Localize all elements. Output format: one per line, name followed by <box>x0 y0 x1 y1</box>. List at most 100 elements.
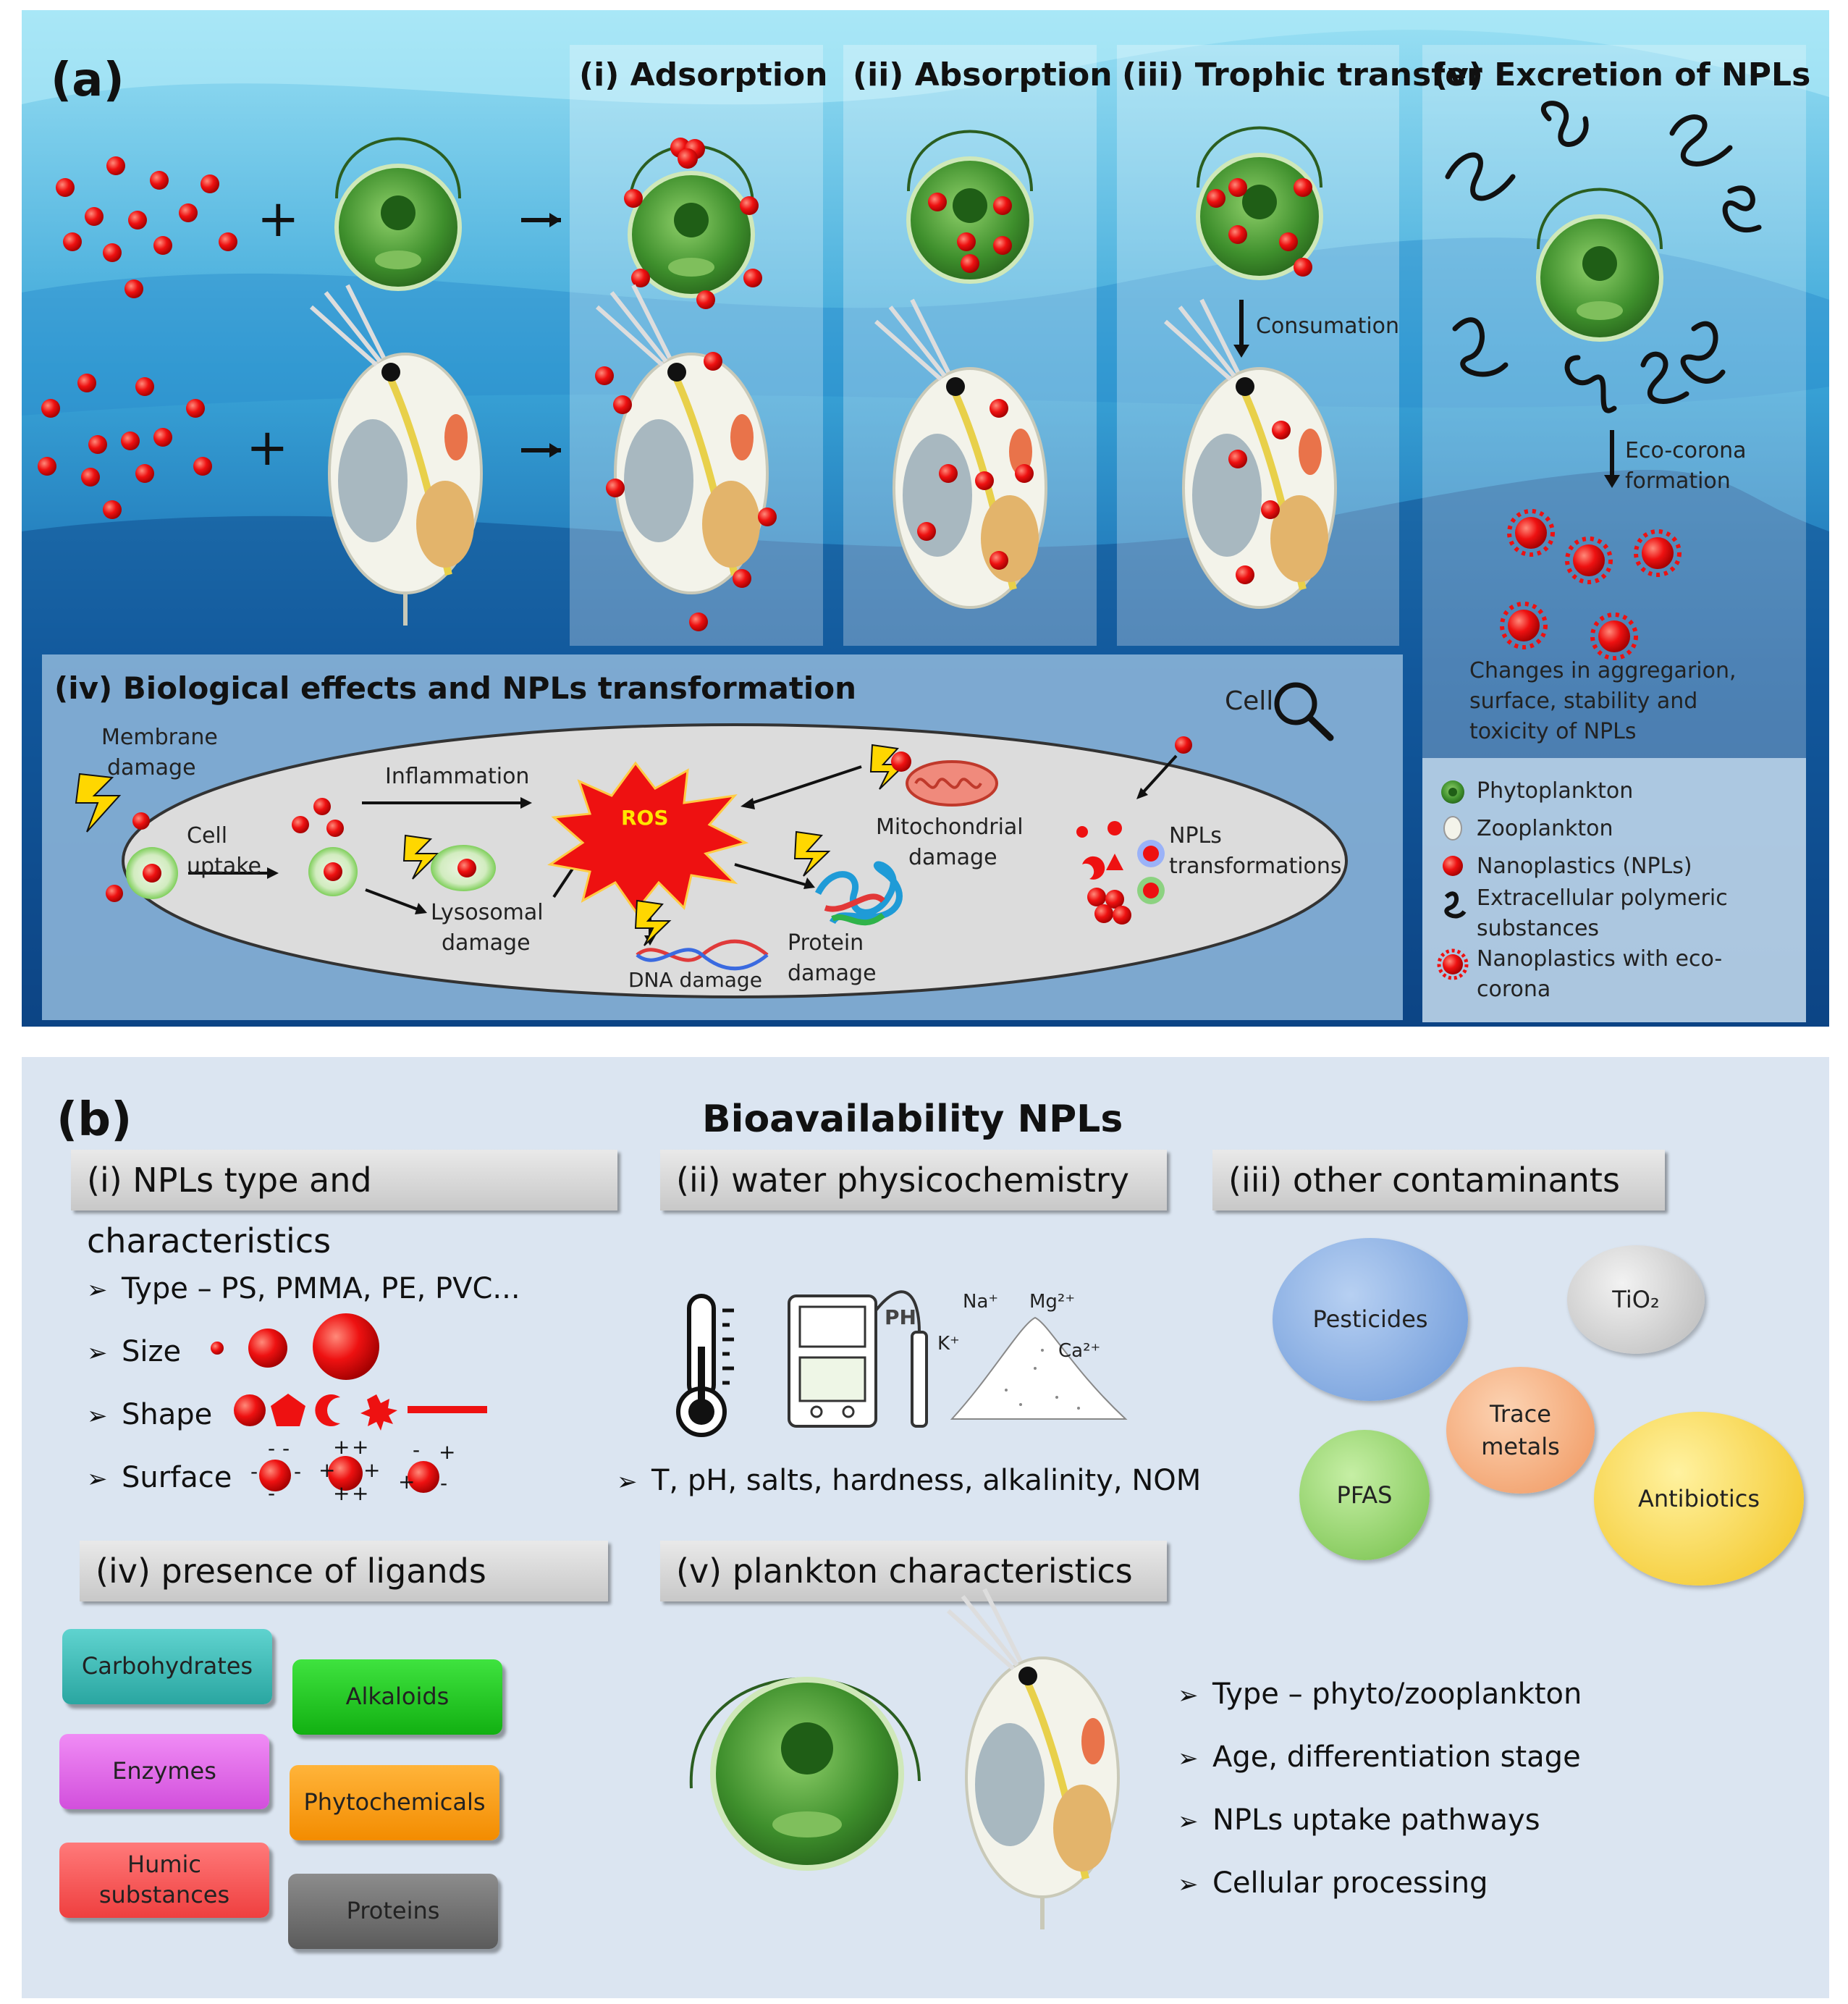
trace-label-2: metals <box>1481 1432 1560 1460</box>
membrane-label-1: Membrane <box>101 725 218 750</box>
magnifier-icon <box>1274 682 1334 741</box>
ros-label: ROS <box>621 806 669 830</box>
ion-ca: Ca²⁺ <box>1058 1340 1101 1362</box>
legend-eco-1: Nanoplastics with eco- <box>1477 946 1723 972</box>
svg-text:-: - <box>413 1438 420 1462</box>
step-title-trophic: (iii) Trophic transfer <box>1122 56 1482 93</box>
lysosomal-label-1: Lysosomal <box>431 900 544 925</box>
svg-text:+: + <box>363 1458 380 1482</box>
lightning-icon <box>793 830 831 877</box>
zooplankton-icon <box>874 298 1047 609</box>
legend-zoo: Zooplankton <box>1477 816 1613 841</box>
svg-text:+: + <box>352 1481 368 1505</box>
phytoplankton-legend-icon <box>1441 780 1464 804</box>
phytoplankton-icon <box>624 138 762 309</box>
protein-damage-label-1: Protein <box>788 930 864 956</box>
lightning-icon <box>402 834 440 880</box>
svg-text:+: + <box>398 1470 415 1494</box>
bullet-size: ➢Size <box>87 1335 182 1368</box>
banner-water: (ii) water physicochemistry <box>660 1150 1167 1211</box>
legend-npl: Nanoplastics (NPLs) <box>1477 854 1692 879</box>
panel-b-graphics: ----- ++++++ -++- <box>211 1290 1128 1929</box>
lightning-icon <box>75 772 122 833</box>
zooplankton-icon <box>310 284 483 626</box>
changes-label-1: Changes in aggregarion, <box>1469 658 1737 683</box>
panel-b-title: Bioavailability NPLs <box>702 1098 1123 1141</box>
svg-text:+: + <box>333 1435 350 1459</box>
banner-contaminants: (iii) other contaminants <box>1212 1150 1665 1211</box>
protein-damage-label-2: damage <box>788 961 877 986</box>
legend-phyto: Phytoplankton <box>1477 778 1634 804</box>
eco-corona-label-1: Eco-corona <box>1625 438 1747 463</box>
plus-icon: + <box>257 189 300 248</box>
svg-text:-: - <box>440 1471 447 1495</box>
bullet-shape: ➢Shape <box>87 1398 213 1431</box>
eps-legend-icon <box>1444 891 1467 919</box>
npl-transformations-label-1: NPLs <box>1169 823 1222 849</box>
ros-burst-icon <box>547 761 749 914</box>
consumation-label: Consumation <box>1256 313 1400 339</box>
contaminant-antibiotics: Antibiotics <box>1594 1412 1804 1586</box>
mito-damage-label-1: Mitochondrial <box>876 814 1024 840</box>
bullet-plankton-uptake: ➢NPLs uptake pathways <box>1178 1803 1540 1837</box>
legend-box <box>1422 758 1806 1022</box>
eps-squiggle-icon <box>1445 101 1762 413</box>
ligand-alkaloids: Alkaloids <box>292 1659 502 1735</box>
ligand-humic: Humic substances <box>59 1843 269 1918</box>
step-title-adsorption: (i) Adsorption <box>579 56 828 93</box>
svg-text:-: - <box>294 1460 301 1483</box>
step-title-absorption: (ii) Absorption <box>853 56 1113 93</box>
eco-corona-particle-icon <box>1500 509 1682 660</box>
npl-transformations-label-2: transformations <box>1169 854 1342 879</box>
svg-text:+: + <box>333 1481 350 1505</box>
bio-effects-title: (iv) Biological effects and NPLs transfo… <box>54 670 857 706</box>
zooplankton-icon <box>947 1588 1120 1929</box>
contaminant-pesticides: Pesticides <box>1273 1238 1468 1401</box>
ion-k: K⁺ <box>937 1333 960 1355</box>
npl-transformations-icon <box>1076 821 1165 925</box>
panel-b: (b) Bioavailability NPLs (i) NPLs type a… <box>22 1057 1829 1998</box>
bullet-plankton-type: ➢Type – phyto/zooplankton <box>1178 1677 1582 1711</box>
bullet-surface: ➢Surface <box>87 1461 232 1494</box>
zooplankton-icon <box>1164 298 1337 609</box>
legend-eps-1: Extracellular polymeric <box>1477 885 1728 911</box>
npl-legend-icon <box>1443 856 1463 876</box>
svg-text:+: + <box>439 1440 455 1464</box>
bullet-plankton-processing: ➢Cellular processing <box>1178 1866 1488 1900</box>
humic-label-1: Humic <box>127 1851 201 1879</box>
lightning-icon <box>634 899 672 946</box>
ph-meter-icon <box>788 1290 928 1428</box>
bullet-plankton-age: ➢Age, differentiation stage <box>1178 1740 1581 1774</box>
cell-label: Cell <box>1225 686 1274 716</box>
salt-pile-icon <box>950 1316 1128 1420</box>
changes-label-3: toxicity of NPLs <box>1469 719 1637 744</box>
panel-a-letter: (a) <box>51 54 125 107</box>
ion-na: Na⁺ <box>963 1291 999 1313</box>
thermometer-icon <box>676 1294 734 1437</box>
bullet-water: ➢T, pH, salts, hardness, alkalinity, NOM <box>617 1464 1202 1497</box>
phytoplankton-icon <box>906 130 1034 284</box>
inflammation-label: Inflammation <box>385 764 530 789</box>
eco-corona-label-2: formation <box>1625 468 1731 494</box>
ph-screen-label: PH <box>885 1305 916 1329</box>
surface-charge-icon: ----- ++++++ -++- <box>250 1435 455 1505</box>
cell-uptake-label-2: uptake <box>187 854 261 879</box>
ion-mg: Mg²⁺ <box>1029 1291 1076 1313</box>
cell-uptake-label-1: Cell <box>187 823 228 849</box>
svg-text:-: - <box>282 1436 290 1460</box>
dna-icon <box>636 939 769 971</box>
eco-corona-legend-icon <box>1437 948 1469 980</box>
ligand-phytochemicals: Phytochemicals <box>290 1765 499 1840</box>
size-particles-icon <box>211 1313 379 1380</box>
ligand-carbohydrates: Carbohydrates <box>62 1629 272 1704</box>
svg-text:-: - <box>250 1460 258 1483</box>
dna-damage-label: DNA damage <box>628 968 762 992</box>
npl-cluster-top <box>56 156 237 298</box>
banner-plankton: (v) plankton characteristics <box>660 1541 1167 1601</box>
mito-damage-label-2: damage <box>908 845 997 870</box>
panel-b-letter: (b) <box>56 1093 132 1147</box>
panel-a: + + <box>22 10 1829 1027</box>
svg-text:+: + <box>318 1458 335 1482</box>
contaminant-trace-metals: Trace metals <box>1446 1367 1595 1494</box>
svg-text:+: + <box>352 1435 368 1459</box>
